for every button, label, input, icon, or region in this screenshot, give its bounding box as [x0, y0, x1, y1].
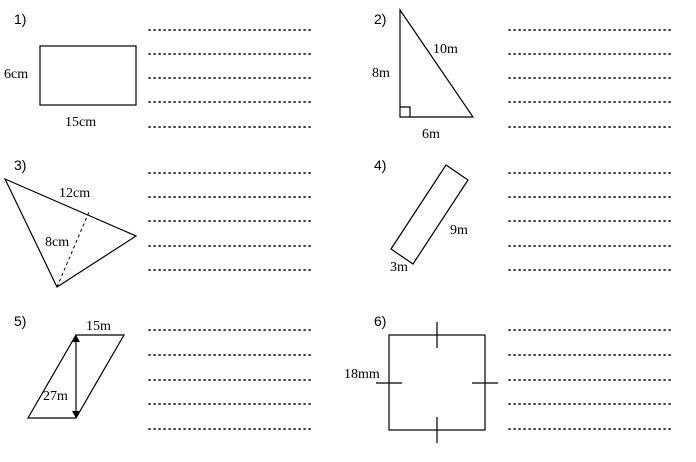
- problem-1-number: 1): [14, 11, 26, 27]
- rectangle-height-label: 6cm: [4, 67, 28, 82]
- triangle-base-label: 12cm: [59, 186, 90, 201]
- problem-5-number: 5): [14, 313, 26, 329]
- triangle-base-label: 6m: [422, 127, 440, 142]
- problem-4: 4) 9m 3m: [374, 157, 674, 275]
- rectangle-length-label: 9m: [450, 223, 468, 238]
- rectangle-width-label: 3m: [390, 260, 408, 275]
- problem-3: 3) 12cm 8cm: [3, 157, 314, 288]
- triangle-hypotenuse-label: 10m: [433, 42, 458, 57]
- triangle-height-label: 8m: [372, 66, 390, 81]
- right-angle-marker: [400, 106, 411, 117]
- problem-3-number: 3): [14, 157, 26, 173]
- rectangle-shape: [39, 45, 137, 106]
- arrow-down-icon: [72, 411, 80, 418]
- problem-6-number: 6): [374, 313, 386, 329]
- problem-6: 6) 18mm: [344, 313, 674, 443]
- answer-lines: [508, 172, 674, 271]
- parallelogram-base-label: 15m: [86, 319, 111, 334]
- arrow-up-icon: [72, 335, 80, 342]
- problem-1: 1) 6cm 15cm: [4, 11, 314, 130]
- triangle-height-label: 8cm: [45, 235, 69, 250]
- answer-lines: [148, 29, 314, 128]
- square-side-label: 18mm: [344, 367, 380, 382]
- parallelogram-height-label: 27m: [43, 389, 68, 404]
- problem-2-number: 2): [374, 11, 386, 27]
- triangle-height-line: [56, 211, 90, 288]
- problem-2: 2) 10m 8m 6m: [372, 8, 674, 142]
- rectangle-width-label: 15cm: [65, 115, 96, 130]
- answer-lines: [148, 329, 314, 430]
- answer-lines: [508, 329, 674, 430]
- triangle-shape: [3, 177, 138, 288]
- square-shape: [388, 334, 486, 431]
- right-triangle-shape: [399, 8, 475, 118]
- tilted-rectangle-shape: [390, 164, 469, 265]
- problem-4-number: 4): [374, 157, 386, 173]
- problem-5: 5) 15m 27m: [14, 313, 314, 430]
- answer-lines: [508, 29, 674, 128]
- answer-lines: [148, 172, 314, 271]
